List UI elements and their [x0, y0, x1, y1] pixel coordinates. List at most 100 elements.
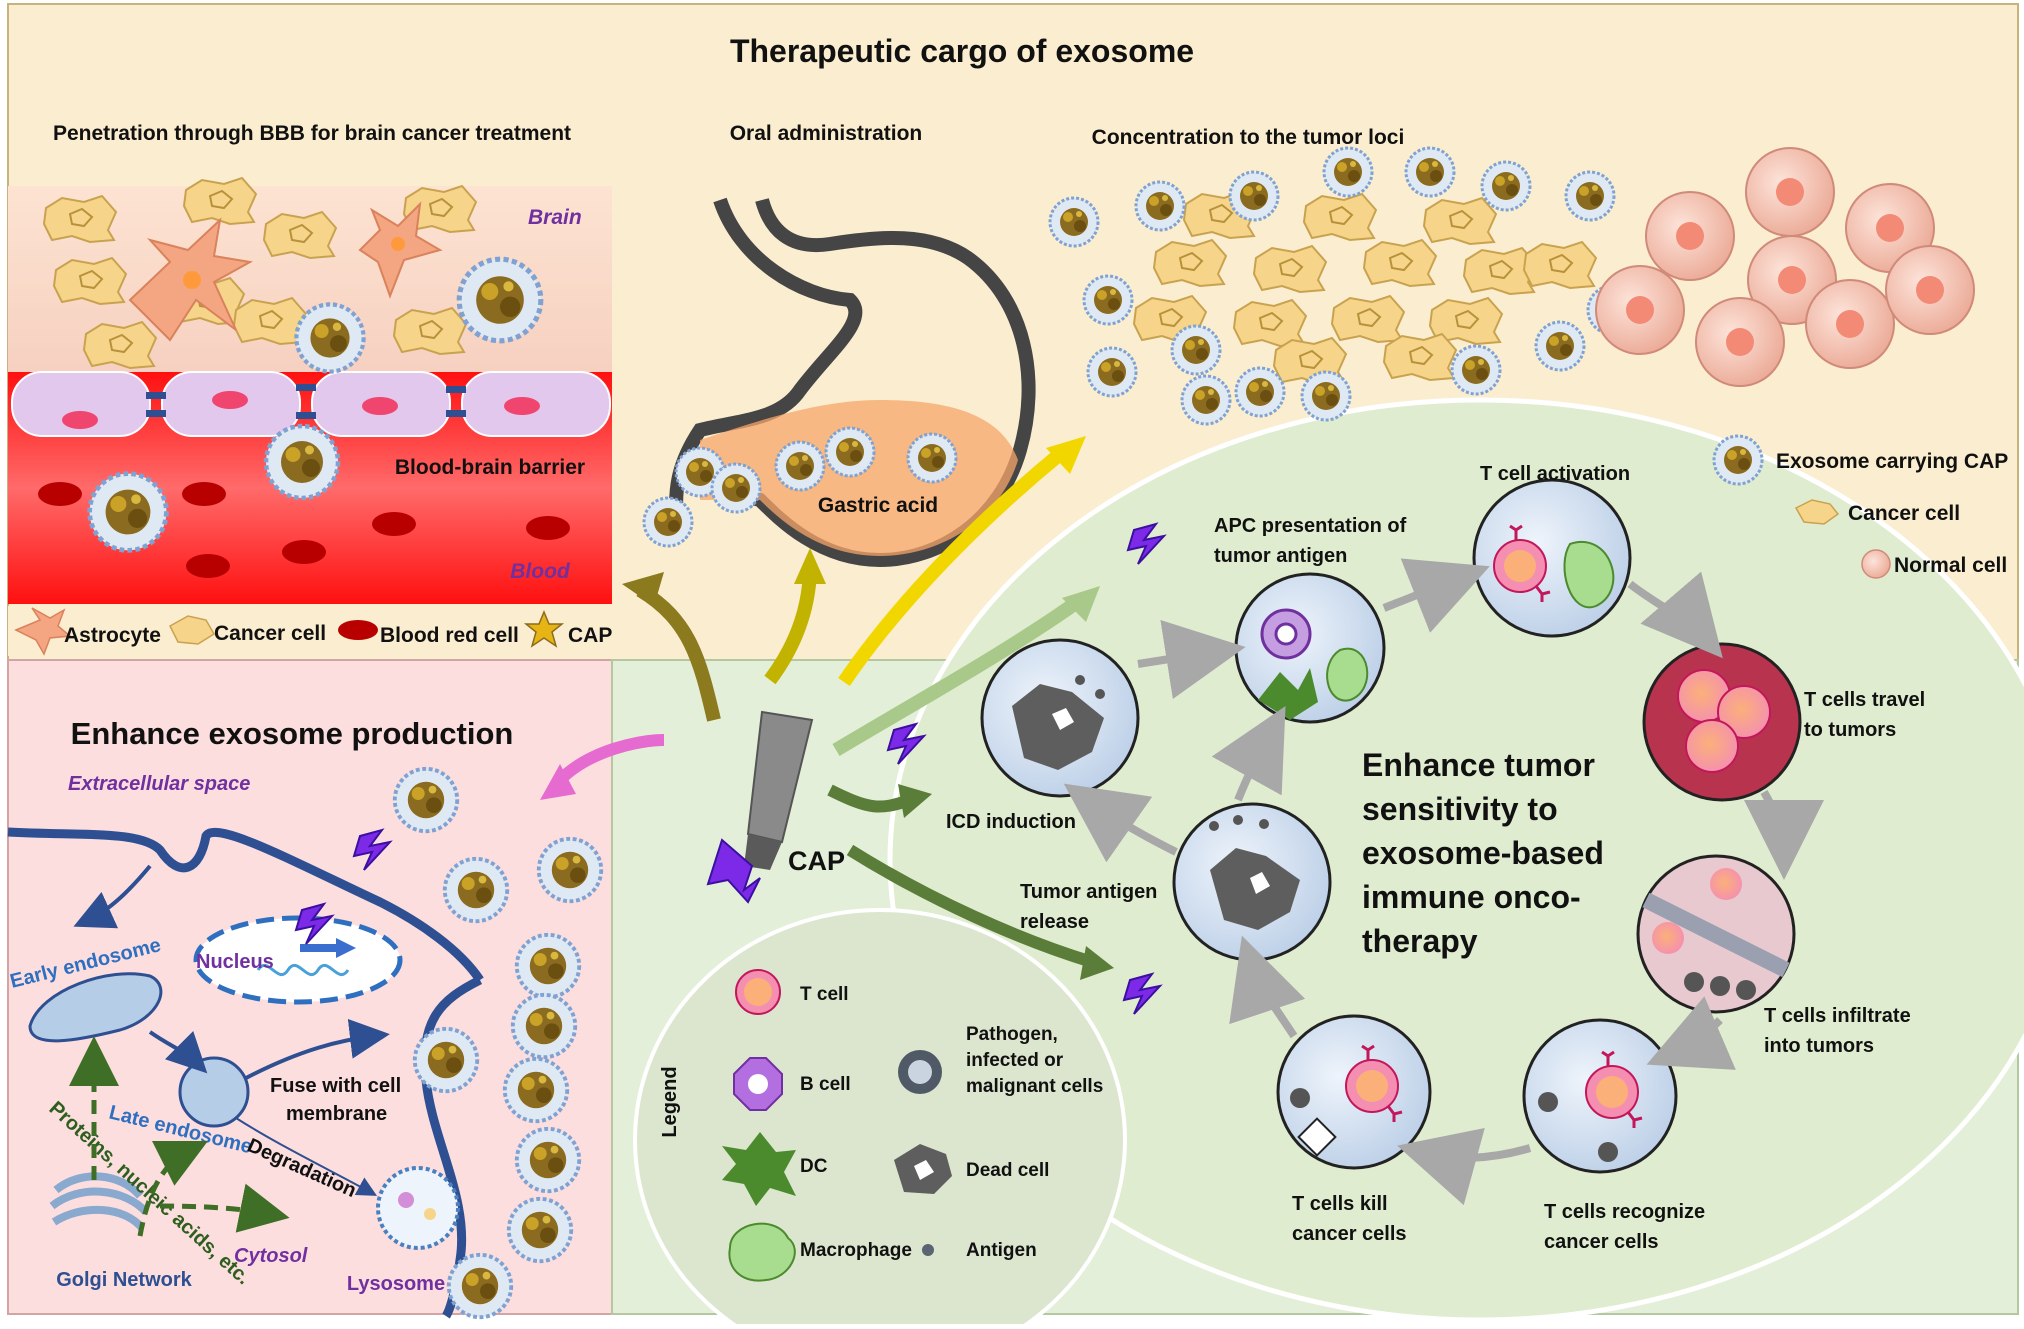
golgi-label: Golgi Network: [56, 1269, 192, 1291]
legend-rbc: Blood red cell: [380, 624, 519, 647]
legend-title: Legend: [659, 1066, 681, 1137]
late-endosome: [178, 1056, 250, 1128]
red-blood-cell-icon: [338, 620, 378, 640]
fuse-label-1: Fuse with cell: [270, 1075, 401, 1097]
nucleus: [193, 915, 403, 1005]
stage-travel: [1642, 642, 1802, 802]
red-blood-cells: [38, 482, 570, 578]
legend-pathogen-2: infected or: [966, 1050, 1064, 1071]
right-legend: Exosome carrying CAP Cancer cell Normal …: [1712, 434, 2008, 579]
legend-antigen-icon: [922, 1244, 934, 1256]
legend-normal: Normal cell: [1894, 554, 2007, 577]
activation-label: T cell activation: [1480, 463, 1630, 485]
infiltrate-label-2: into tumors: [1764, 1035, 1874, 1057]
legend-pathogen-icon: [898, 1050, 942, 1094]
immune-title-5: therapy: [1362, 923, 1478, 959]
blood-label: Blood: [510, 560, 571, 583]
brain-label: Brain: [528, 206, 582, 229]
arrow-to-apc: [832, 594, 1085, 757]
immune-title-4: immune onco-: [1362, 879, 1581, 915]
legend-cancer-icon: [1794, 499, 1840, 525]
legend-dc-icon: [722, 1132, 796, 1206]
normal-cell-icon: [1861, 549, 1891, 579]
legend-dc: DC: [800, 1156, 828, 1177]
legend-t-cell-icon: [735, 969, 781, 1015]
legend-antigen: Antigen: [966, 1240, 1037, 1261]
lysosome-label: Lysosome: [347, 1273, 445, 1295]
extracellular-label: Extracellular space: [68, 773, 250, 795]
arrow-to-release: [846, 844, 1094, 968]
nucleus-label: Nucleus: [196, 951, 274, 973]
tumor-heading: Concentration to the tumor loci: [1092, 126, 1405, 149]
stage-icd: [980, 638, 1140, 798]
legend-b-cell-icon: [733, 1057, 783, 1111]
cap-arrows: [540, 436, 1114, 980]
bbb-heading: Penetration through BBB for brain cancer…: [53, 122, 571, 145]
normal-cells: [1595, 147, 1975, 387]
cancer-cell-icon: [169, 615, 216, 645]
astrocytes: [128, 201, 443, 342]
immune-title: Enhance tumor sensitivity to exosome-bas…: [1362, 747, 1604, 959]
recognize-label-2: cancer cells: [1544, 1231, 1659, 1253]
release-label-1: Tumor antigen: [1020, 881, 1157, 903]
legend-b-cell: B cell: [800, 1074, 851, 1095]
icd-label: ICD induction: [946, 811, 1076, 833]
travel-label-2: to tumors: [1804, 719, 1896, 741]
immune-title-1: Enhance tumor: [1362, 747, 1595, 783]
release-label-2: release: [1020, 911, 1089, 933]
arrow-to-tumor: [838, 448, 1065, 686]
production-title: Enhance exosome production: [71, 716, 514, 751]
stage-kill: [1276, 1014, 1432, 1170]
bbb-legend-strip: [8, 606, 612, 656]
legend-pathogen-1: Pathogen,: [966, 1024, 1058, 1045]
legend-dead-cell: Dead cell: [966, 1160, 1049, 1181]
oral-heading: Oral administration: [730, 122, 923, 145]
barrier-label: Blood-brain barrier: [395, 456, 585, 479]
astrocyte-icon: [14, 607, 72, 656]
legend-exosome: Exosome carrying CAP: [1776, 450, 2008, 473]
legend-t-cell: T cell: [800, 984, 849, 1005]
cycle-arrows: [1063, 558, 1824, 1206]
legend-macrophage-icon: [728, 1222, 796, 1282]
legend-cancer: Cancer cell: [214, 622, 326, 645]
apc-label-2: tumor antigen: [1214, 545, 1347, 567]
stage-infiltrate: [1636, 854, 1796, 1014]
cap-device: [706, 710, 814, 904]
exosome-icon: [1712, 434, 1764, 486]
legend-cap: CAP: [568, 624, 612, 647]
kill-label-2: cancer cells: [1292, 1223, 1407, 1245]
travel-label-1: T cells travel: [1804, 689, 1925, 711]
legend-astrocyte: Astrocyte: [64, 624, 161, 647]
recognize-label-1: T cells recognize: [1544, 1201, 1705, 1223]
bbb-legend: Astrocyte Cancer cell Blood red cell CAP: [14, 607, 612, 656]
top-title: Therapeutic cargo of exosome: [730, 33, 1194, 69]
immune-title-2: sensitivity to: [1362, 791, 1558, 827]
cytosol-label: Cytosol: [234, 1245, 308, 1267]
arrow-to-bbb: [636, 583, 721, 722]
immune-title-3: exosome-based: [1362, 835, 1604, 871]
cap-star-icon: [523, 610, 565, 648]
apc-label-1: APC presentation of: [1214, 515, 1407, 537]
legend-dead-cell-icon: [894, 1144, 952, 1194]
legend-macrophage: Macrophage: [800, 1240, 912, 1261]
infiltrate-label-1: T cells infiltrate: [1764, 1005, 1911, 1027]
stage-release: [1172, 802, 1332, 962]
cap-label: CAP: [788, 846, 845, 876]
production-arrows: [69, 864, 390, 1237]
lysosome: [376, 1166, 460, 1250]
fuse-label-2: membrane: [286, 1103, 387, 1125]
kill-label-1: T cells kill: [1292, 1193, 1388, 1215]
early-endosome: [28, 972, 163, 1043]
arrow-to-production: [555, 734, 665, 785]
stomach: [642, 197, 1036, 568]
stage-activation: [1472, 478, 1632, 638]
stage-apc: [1234, 572, 1386, 724]
golgi: [49, 1172, 149, 1231]
gastric-label: Gastric acid: [818, 494, 938, 517]
legend-pathogen-3: malignant cells: [966, 1076, 1103, 1097]
barrier-cells: [11, 371, 611, 437]
legend-cancer-right: Cancer cell: [1848, 502, 1960, 525]
stage-recognize: [1522, 1018, 1678, 1174]
